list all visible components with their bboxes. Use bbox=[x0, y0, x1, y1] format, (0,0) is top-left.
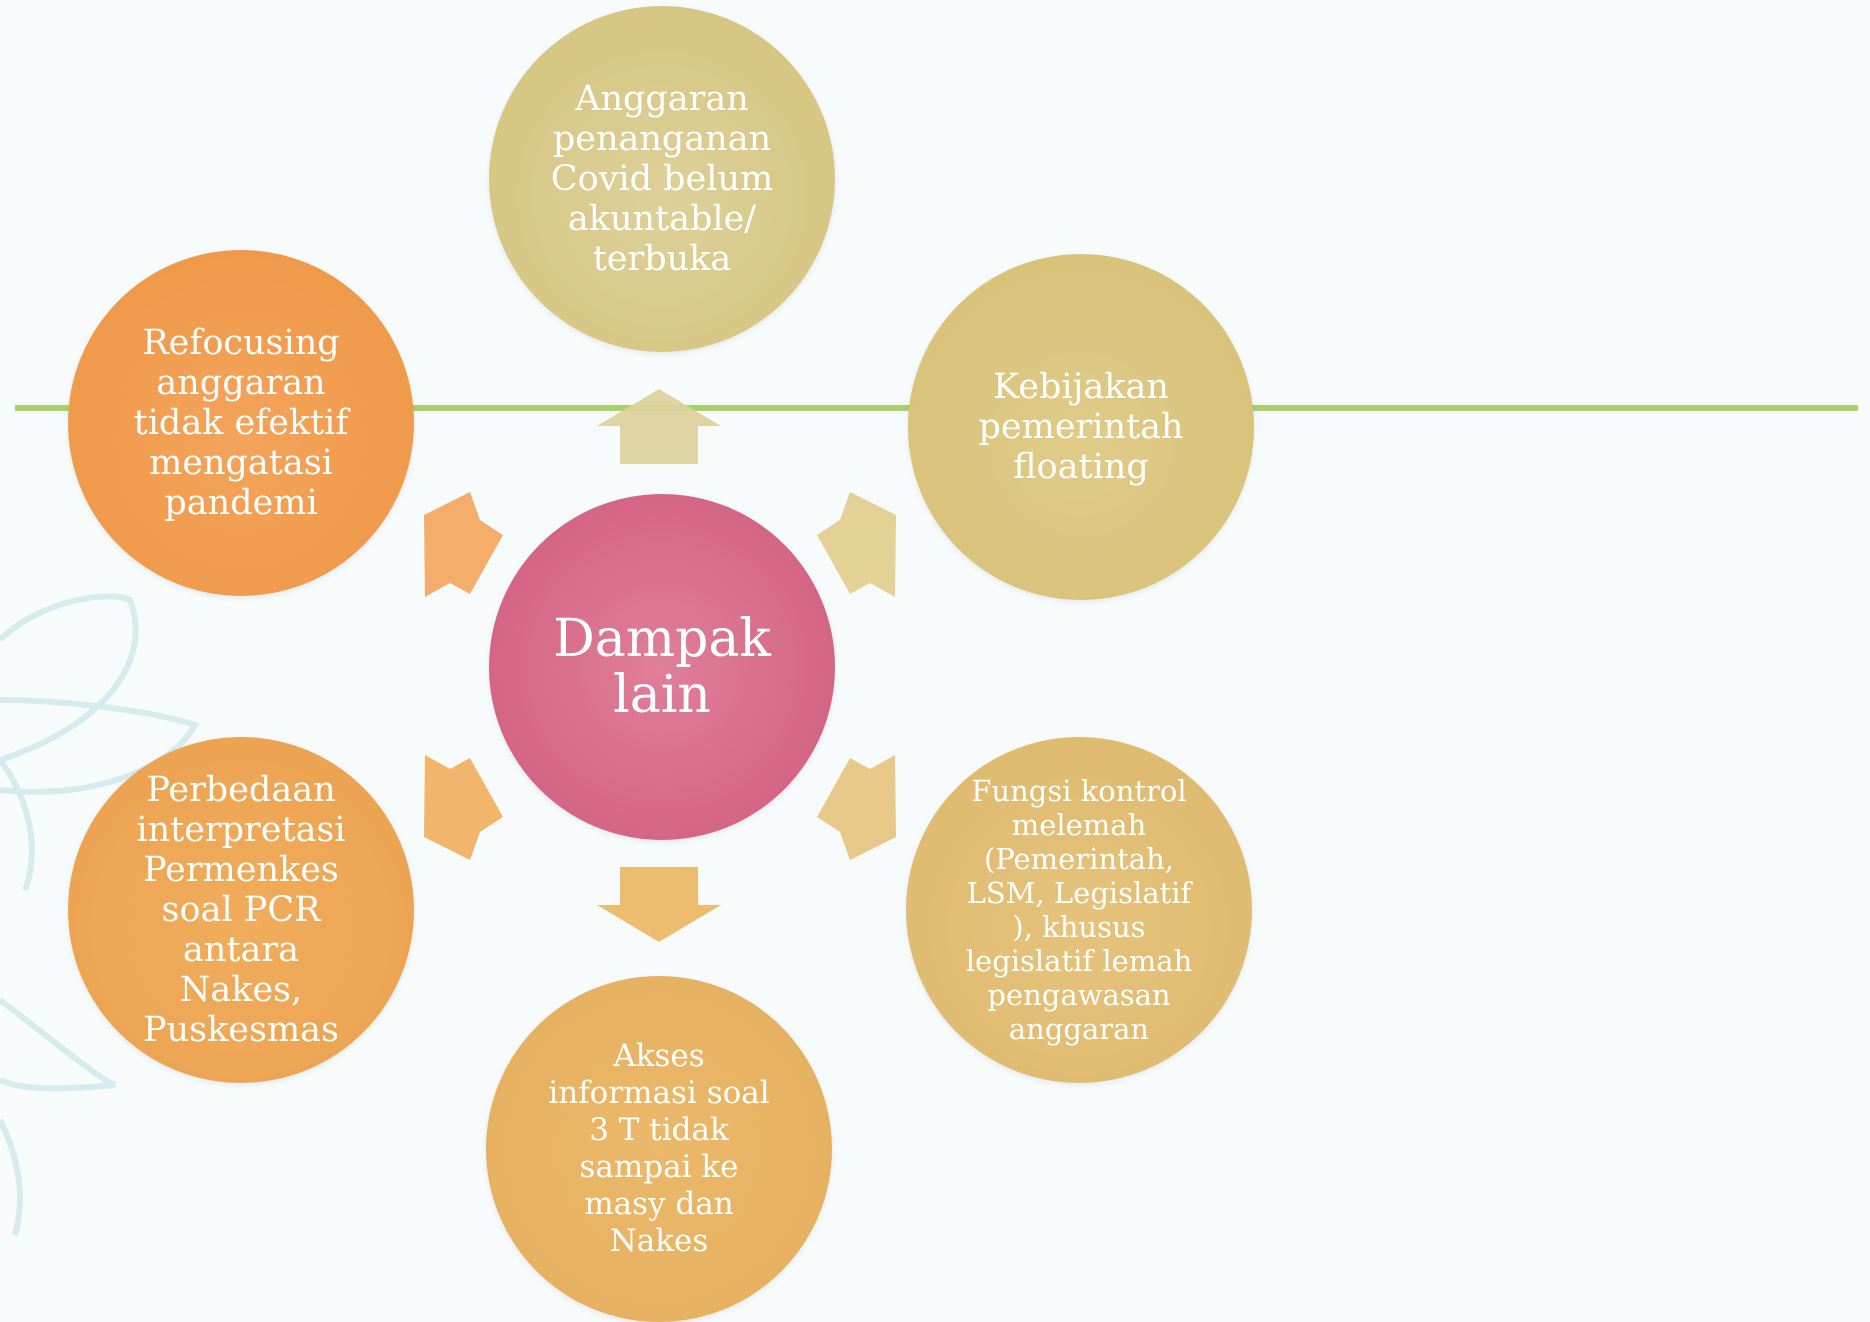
node-right: Kebijakan pemerintah floating bbox=[908, 254, 1254, 600]
node-top: Anggaran penanganan Covid belum akuntabl… bbox=[489, 6, 835, 352]
node-top-label: Anggaran penanganan Covid belum akuntabl… bbox=[550, 79, 774, 279]
arrow-lower-left bbox=[424, 755, 503, 860]
node-bottom: Akses informasi soal 3 T tidak sampai ke… bbox=[486, 976, 832, 1322]
node-center: Dampak lain bbox=[489, 494, 835, 840]
node-bottom-label: Akses informasi soal 3 T tidak sampai ke… bbox=[548, 1038, 770, 1259]
leaf-decoration-icon bbox=[0, 593, 200, 1236]
arrows bbox=[424, 389, 896, 942]
arrow-upper-left bbox=[424, 492, 503, 597]
node-bottom-left-label: Perbedaan interpretasi Permenkes soal PC… bbox=[136, 770, 346, 1050]
node-center-label: Dampak lain bbox=[553, 609, 771, 725]
node-bottom-right: Fungsi kontrol melemah (Pemerintah, LSM,… bbox=[906, 737, 1252, 1083]
node-right-label: Kebijakan pemerintah floating bbox=[978, 367, 1184, 487]
node-bottom-right-label: Fungsi kontrol melemah (Pemerintah, LSM,… bbox=[965, 774, 1193, 1046]
node-left-label: Refocusing anggaran tidak efektif mengat… bbox=[133, 323, 349, 523]
arrow-lower-right bbox=[817, 755, 896, 860]
node-left: Refocusing anggaran tidak efektif mengat… bbox=[68, 250, 414, 596]
arrow-upper-right bbox=[817, 492, 896, 597]
arrow-up bbox=[597, 389, 721, 464]
arrow-down bbox=[597, 867, 721, 942]
node-bottom-left: Perbedaan interpretasi Permenkes soal PC… bbox=[68, 737, 414, 1083]
